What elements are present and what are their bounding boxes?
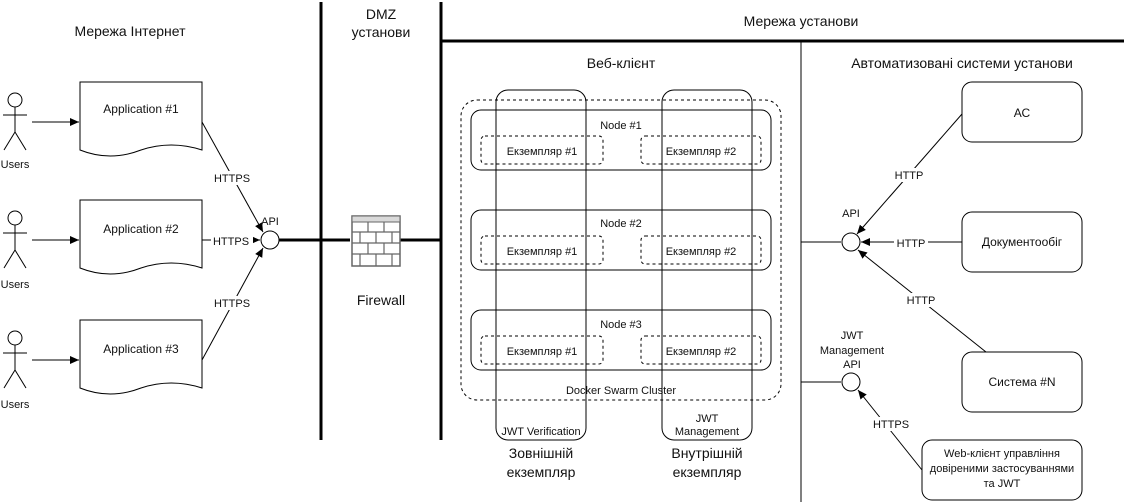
node-3-instance-1 [480,335,604,365]
jwt-management-service [661,89,753,441]
jwt-verification-service [495,89,587,441]
internal-instance-label-2: екземпляр [673,464,742,480]
application-1-label: Application #1 [103,102,179,116]
management-web-client-label-3: та JWT [984,478,1021,490]
public-api-interface [260,230,280,250]
public-api-label: API [261,216,279,228]
firewall-label: Firewall [357,292,405,308]
internal-api-interface [841,232,861,252]
management-web-client-label-2: довіреними застосуваннями [930,463,1074,475]
jwt-management-api-label-2: Management [820,345,884,357]
application-2-label: Application #2 [103,222,179,236]
zone-org-network-title: Мережа установи [744,13,859,29]
node-3-instance-1-label: Екземпляр #1 [507,346,578,358]
application-3-document [79,319,203,395]
zone-web-client-title: Веб-клієнт [587,55,656,71]
user-label-1: Users [1,159,30,171]
node-1-label: Node #1 [600,120,642,132]
external-instance-label-2: екземпляр [507,464,576,480]
system-document-flow-label: Документообіг [982,235,1063,249]
jwt-verification-label: JWT Verification [501,426,580,438]
user-label-2: Users [1,279,30,291]
https-label-1: HTTPS [214,173,250,185]
node-2-instance-1-label: Екземпляр #1 [507,246,578,258]
user-actor-3 [3,330,27,389]
docker-swarm-cluster [460,99,782,401]
external-instance-label-1: Зовнішній [509,445,573,461]
application-2-document [79,199,203,275]
node-1-instance-2-label: Екземпляр #2 [666,146,737,158]
node-3-instance-2-label: Екземпляр #2 [666,346,737,358]
node-1-instance-1-label: Екземпляр #1 [507,146,578,158]
system-n [961,351,1083,413]
system-as-label: АС [1014,106,1031,120]
internal-instance-label-1: Внутрішній [671,445,742,461]
node-3-instance-2 [640,335,762,365]
internal-api-label: API [842,208,860,220]
system-as [961,81,1083,143]
zone-automated-systems-title: Автоматизовані системи установи [851,55,1073,71]
jwt-management-label-2: Management [675,426,739,438]
https-label-2: HTTPS [213,236,249,248]
http-label-1: HTTP [895,170,924,182]
zone-dmz-title-2: установи [352,24,411,40]
jwt-management-api-label-3: API [843,359,861,371]
node-2-label: Node #2 [600,218,642,230]
node-3-label: Node #3 [600,319,642,331]
user-label-3: Users [1,399,30,411]
node-1-instance-2 [640,135,762,165]
jwt-management-api-interface [841,372,861,392]
firewall-icon [351,215,401,267]
application-1-document [79,81,203,157]
docker-swarm-cluster-label: Docker Swarm Cluster [566,385,676,397]
node-2-instance-2 [640,235,762,265]
system-n-label: Система #N [988,375,1055,389]
node-2: Node #2 Екземпляр #1 Екземпляр #2 [470,209,772,271]
node-1-instance-1 [480,135,604,165]
zone-dmz-title-1: DMZ [366,6,397,22]
zone-internet-title: Мережа Інтернет [75,23,187,39]
http-label-3: HTTP [907,295,936,307]
https-label-jwt-api: HTTPS [873,419,909,431]
http-label-2: HTTP [897,238,926,250]
https-label-3: HTTPS [214,298,250,310]
user-actor-1 [3,92,27,151]
node-3: Node #3 Екземпляр #1 Екземпляр #2 [470,309,772,371]
user-actor-2 [3,210,27,269]
jwt-management-label-1: JWT [696,413,719,425]
application-3-label: Application #3 [103,342,179,356]
node-2-instance-2-label: Екземпляр #2 [666,246,737,258]
node-2-instance-1 [480,235,604,265]
node-1: Node #1 Екземпляр #1 Екземпляр #2 [470,109,772,171]
management-web-client-label-1: Web-клієнт управління [944,448,1060,460]
jwt-management-api-label-1: JWT [841,330,864,342]
